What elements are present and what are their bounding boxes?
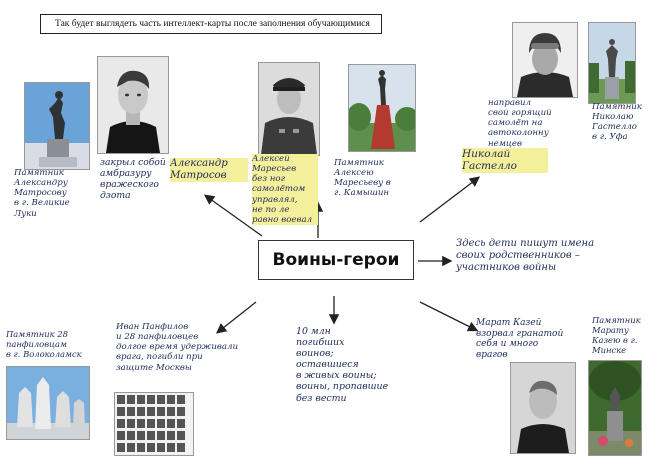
note-maresyev: Алексей Маресьев без ног самолётом управ… [252,154,318,225]
note-monument-marat: Памятник Марату Казею в г. Минске [592,315,641,355]
note-monument-28: Памятник 28 панфиловцам в г. Волоколамск [6,329,82,359]
matrosov-monument-photo [24,82,90,170]
central-node: Воины-герои [258,240,414,280]
maresyev-portrait [258,62,320,156]
note-monument-gastello: Памятник Николаю Гастелло в г. Уфа [592,102,642,143]
arrow-gastello [419,176,481,223]
arrow-panfilov [215,301,257,334]
note-monument-maresyev: Памятник Алексею Маресьеву в г. Камышин [334,158,391,199]
note-panfilov: Иван Панфилов и 28 панфиловцев долгое вр… [116,322,239,373]
note-monument-matrosov: Памятник Александру Матросову в г. Велик… [14,168,70,219]
note-relatives: Здесь дети пишут имена своих родственник… [456,238,595,273]
matrosov-portrait [97,56,169,154]
note-matrosov-name: Александр Матросов [170,158,248,183]
marat-portrait [510,362,576,454]
note-gastello-name: Николай Гастелло [462,148,548,173]
arrow-marat [419,301,479,332]
arrow-matrosov [203,194,263,237]
header-caption: Так будет выглядеть часть интеллект-карт… [40,14,382,34]
note-marat: Марат Казей взорвал гранатой себя и мног… [476,318,564,360]
marat-monument-photo [588,360,642,456]
maresyev-monument-photo [348,64,416,152]
gastello-portrait [512,22,578,98]
note-gastello-deed: направил свой горящий самолёт на автокол… [488,98,552,149]
note-matrosov-deed: закрыл собой амбразуру вражеского дзота [100,157,166,201]
panfilov-monument-photo [6,366,90,440]
note-ten-million: 10 млн погибших воинов; оставшиеся в жив… [296,326,389,404]
gastello-monument-photo [588,22,636,104]
panfilov-portraits-grid [114,392,194,456]
